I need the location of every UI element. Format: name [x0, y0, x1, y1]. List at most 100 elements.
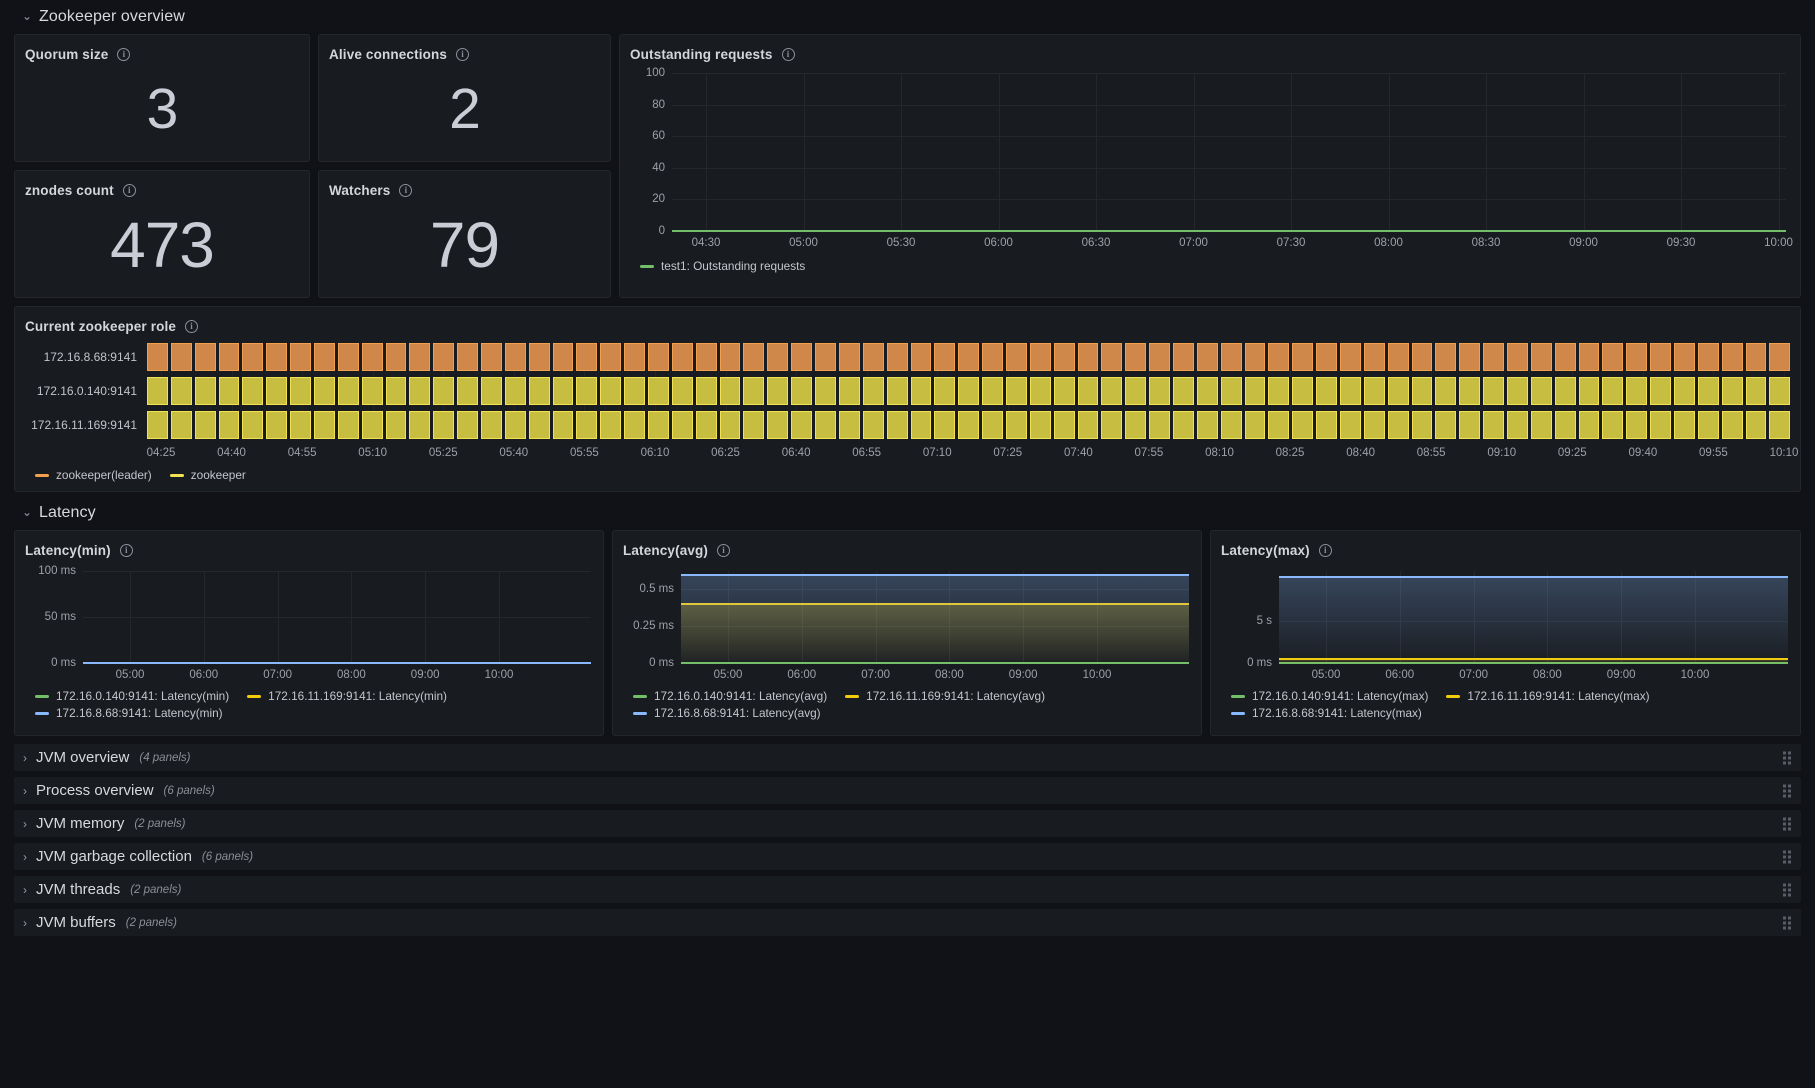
- timeline-segment[interactable]: [671, 343, 693, 371]
- timeline-segment[interactable]: [1339, 377, 1361, 405]
- timeline-segment[interactable]: [1149, 411, 1170, 439]
- panel-quorum-size[interactable]: Quorum size i 3: [14, 34, 310, 162]
- timeline-segment[interactable]: [147, 411, 168, 439]
- info-icon[interactable]: i: [781, 47, 795, 61]
- timeline-segment[interactable]: [290, 411, 312, 439]
- timeline-segment[interactable]: [194, 343, 216, 371]
- timeline-segment[interactable]: [838, 343, 860, 371]
- timeline-segment[interactable]: [743, 377, 765, 405]
- timeline-segment[interactable]: [1530, 411, 1552, 439]
- timeline-segment[interactable]: [1077, 377, 1099, 405]
- timeline-segment[interactable]: [314, 377, 335, 405]
- timeline-segment[interactable]: [1506, 343, 1528, 371]
- timeline-segment[interactable]: [528, 343, 550, 371]
- timeline-segment[interactable]: [910, 411, 932, 439]
- timeline-segment[interactable]: [600, 377, 622, 405]
- timeline-segment[interactable]: [1554, 377, 1576, 405]
- timeline-segment[interactable]: [791, 377, 813, 405]
- timeline-segment[interactable]: [1244, 343, 1266, 371]
- timeline-segment[interactable]: [1005, 343, 1027, 371]
- timeline-segment[interactable]: [1483, 343, 1504, 371]
- timeline-segment[interactable]: [1554, 343, 1576, 371]
- timeline-segment[interactable]: [1244, 411, 1266, 439]
- timeline-segment[interactable]: [1268, 411, 1290, 439]
- timeline-segment[interactable]: [1196, 411, 1218, 439]
- legend-item[interactable]: 172.16.8.68:9141: Latency(avg): [633, 706, 821, 720]
- timeline-segment[interactable]: [504, 343, 526, 371]
- timeline-segment[interactable]: [1483, 377, 1504, 405]
- timeline-segment[interactable]: [1316, 377, 1337, 405]
- timeline-segment[interactable]: [1387, 377, 1409, 405]
- info-icon[interactable]: i: [717, 543, 731, 557]
- timeline-segment[interactable]: [1172, 343, 1194, 371]
- timeline-segment[interactable]: [1769, 411, 1791, 439]
- timeline-segment[interactable]: [910, 343, 932, 371]
- timeline-segment[interactable]: [1435, 343, 1457, 371]
- timeline-segment[interactable]: [314, 411, 335, 439]
- timeline-segment[interactable]: [648, 343, 669, 371]
- collapsed-row-jvm-garbage-collection[interactable]: ›JVM garbage collection(6 panels): [14, 843, 1801, 870]
- timeline-segment[interactable]: [1411, 411, 1433, 439]
- timeline-segment[interactable]: [147, 343, 168, 371]
- legend-item[interactable]: zookeeper(leader): [35, 468, 152, 482]
- timeline-segment[interactable]: [147, 377, 168, 405]
- legend-item[interactable]: zookeeper: [169, 468, 246, 482]
- timeline-segment[interactable]: [624, 411, 646, 439]
- drag-handle-icon[interactable]: [1783, 916, 1791, 929]
- timeline-segment[interactable]: [1650, 377, 1671, 405]
- timeline-segment[interactable]: [1172, 377, 1194, 405]
- timeline-segment[interactable]: [1196, 343, 1218, 371]
- drag-handle-icon[interactable]: [1783, 751, 1791, 764]
- timeline-segment[interactable]: [481, 411, 502, 439]
- timeline-segment[interactable]: [385, 377, 407, 405]
- timeline-segment[interactable]: [695, 411, 717, 439]
- timeline-segment[interactable]: [1626, 377, 1648, 405]
- timeline-segment[interactable]: [934, 377, 956, 405]
- timeline-segment[interactable]: [504, 377, 526, 405]
- timeline-segment[interactable]: [791, 411, 813, 439]
- timeline-segment[interactable]: [266, 411, 288, 439]
- timeline-segment[interactable]: [290, 377, 312, 405]
- timeline-segment[interactable]: [1650, 411, 1671, 439]
- timeline-segment[interactable]: [1506, 411, 1528, 439]
- legend-item[interactable]: 172.16.0.140:9141: Latency(avg): [633, 689, 827, 703]
- timeline-segment[interactable]: [1387, 411, 1409, 439]
- timeline-segment[interactable]: [1292, 343, 1314, 371]
- timeline-segment[interactable]: [815, 411, 836, 439]
- timeline-segment[interactable]: [815, 377, 836, 405]
- timeline-segment[interactable]: [1459, 377, 1481, 405]
- timeline-segment[interactable]: [1697, 411, 1719, 439]
- timeline-segment[interactable]: [1363, 411, 1385, 439]
- timeline-segment[interactable]: [862, 343, 884, 371]
- timeline-segment[interactable]: [576, 343, 598, 371]
- timeline-segment[interactable]: [1316, 343, 1337, 371]
- collapsed-row-jvm-buffers[interactable]: ›JVM buffers(2 panels): [14, 909, 1801, 936]
- timeline-segment[interactable]: [743, 343, 765, 371]
- info-icon[interactable]: i: [119, 543, 133, 557]
- timeline-segment[interactable]: [1411, 343, 1433, 371]
- info-icon[interactable]: i: [399, 183, 413, 197]
- timeline-segment[interactable]: [695, 377, 717, 405]
- timeline-segment[interactable]: [600, 343, 622, 371]
- timeline-segment[interactable]: [1769, 343, 1791, 371]
- info-icon[interactable]: i: [185, 319, 199, 333]
- timeline-segment[interactable]: [409, 411, 431, 439]
- timeline-segment[interactable]: [385, 343, 407, 371]
- timeline-segment[interactable]: [1530, 343, 1552, 371]
- timeline-segment[interactable]: [1220, 343, 1242, 371]
- timeline-segment[interactable]: [337, 377, 359, 405]
- timeline-segment[interactable]: [695, 343, 717, 371]
- legend-item[interactable]: 172.16.0.140:9141: Latency(min): [35, 689, 229, 703]
- drag-handle-icon[interactable]: [1783, 784, 1791, 797]
- timeline-segment[interactable]: [838, 377, 860, 405]
- timeline-segment[interactable]: [361, 343, 383, 371]
- timeline-segment[interactable]: [194, 411, 216, 439]
- timeline-segment[interactable]: [218, 343, 240, 371]
- legend-item[interactable]: 172.16.11.169:9141: Latency(avg): [845, 689, 1045, 703]
- timeline-segment[interactable]: [982, 343, 1003, 371]
- collapsed-row-process-overview[interactable]: ›Process overview(6 panels): [14, 777, 1801, 804]
- timeline-segment[interactable]: [576, 411, 598, 439]
- drag-handle-icon[interactable]: [1783, 883, 1791, 896]
- timeline-segment[interactable]: [815, 343, 836, 371]
- timeline-segment[interactable]: [1745, 377, 1767, 405]
